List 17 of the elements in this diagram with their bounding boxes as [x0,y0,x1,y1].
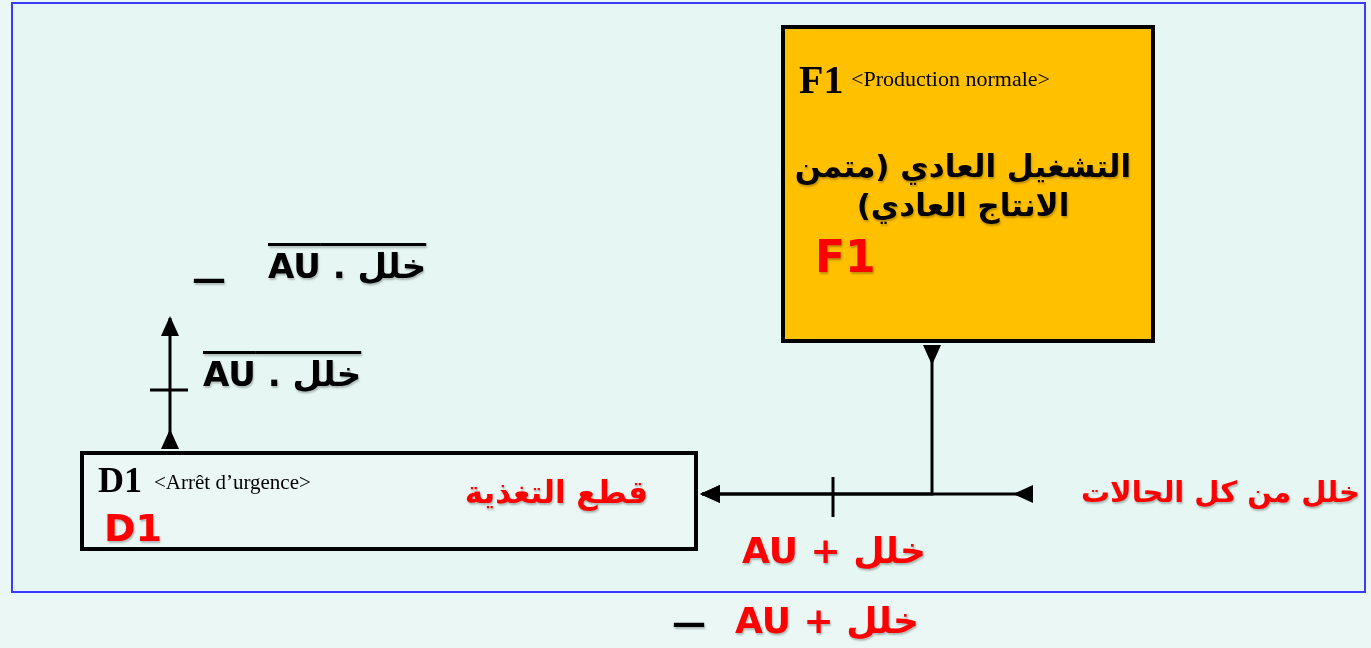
state-description: التشغيل العادي (متمن الانتاج العادي) [793,147,1133,225]
state-code: D1 [98,459,142,502]
state-description: قطع التغذية [464,473,648,512]
state-code: F1 [815,230,876,284]
state-code: F1 [799,56,844,104]
state-name: <Production normale> [851,65,1050,93]
state-box [80,451,698,551]
source-text: خلل من كل الحالات [1080,474,1360,511]
state-name: <Arrêt d’urgence> [154,469,311,496]
dash-mark: — [192,258,226,298]
condition-text: خلل + AU [735,600,919,641]
dash-mark: — [672,602,706,642]
state-box [781,25,1155,343]
transition-condition: خلل . AU [203,353,362,394]
condition-text: خلل . AU [268,245,427,286]
state-code: D1 [104,505,162,552]
transition-condition: خلل + AU [742,530,926,571]
